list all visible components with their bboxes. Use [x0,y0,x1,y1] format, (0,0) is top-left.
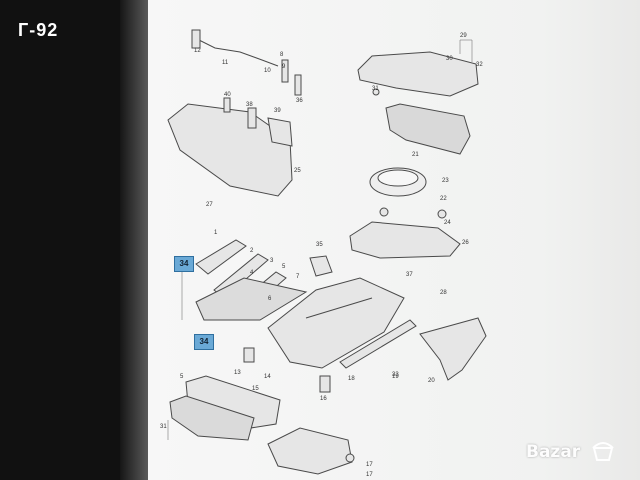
part-label: 22 [440,196,447,202]
part-label: 40 [224,92,231,98]
bazar-logo-icon [592,442,614,461]
part-label: 17 [366,472,373,478]
part-label: 36 [296,98,303,104]
bolt-40 [372,88,380,96]
part-label: 10 [264,68,271,74]
front-apron [169,395,255,441]
part-label: 28 [440,290,447,296]
part-label: 39 [274,108,281,114]
clip-36 [294,74,302,96]
heat-shield-30 [309,255,333,277]
part-callout-highlight: 34 [194,334,214,350]
part-label: 25 [294,168,301,174]
part-label: 23 [442,178,449,184]
floor-tunnel [305,297,373,319]
part-label: 5 [282,264,286,270]
part-label: 21 [412,152,419,158]
part-label: 33 [392,372,399,378]
part-label: 6 [268,296,272,302]
part-label: 20 [428,378,435,384]
part-label: 32 [476,62,483,68]
part-label: 19 [392,374,399,380]
part-label: 12 [194,48,201,54]
part-label: 1 [214,230,218,236]
part-label: 31 [372,86,379,92]
clip-40 [223,97,231,113]
part-label: 24 [444,220,451,226]
bracket-12 [191,29,201,49]
rear-panel-lower [385,103,471,155]
part-label: 18 [348,376,355,382]
listing-code: Г-92 [18,20,59,40]
part-label: 30 [446,56,453,62]
part-label: 29 [460,33,467,39]
part-label: 7 [296,274,300,280]
part-label: 8 [280,52,284,58]
wiring-harness [194,37,279,67]
part-label: 14 [264,374,271,380]
rear-floor-pan [349,221,461,259]
part-label: 15 [252,386,259,392]
part-label: 13 [234,370,241,376]
part-label: 9 [282,64,286,70]
part-callout-highlight: 34 [174,256,194,272]
part-label: 37 [406,272,413,278]
watermark-text: Bazar [526,442,581,462]
sill-rail-right [339,319,417,369]
bracket-38 [247,107,257,129]
front-floor-section [267,427,353,475]
sensor-9 [281,59,289,83]
part-label: 26 [462,240,469,246]
main-floor-pan [267,277,405,369]
part-label: 4 [250,270,254,276]
rocker-bracket [419,317,487,381]
part-label: 2 [250,248,254,254]
part-label: 35 [316,242,323,248]
part-label: 17 [366,462,373,468]
part-label: 31 [160,424,167,430]
plate-39 [267,117,293,147]
part-label: 38 [246,102,253,108]
part-label: 11 [222,60,229,66]
part-label: 16 [320,396,327,402]
cross-member-1 [195,239,247,275]
part-label: 5 [180,374,184,380]
side-member-left [167,103,293,197]
rear-panel-upper [357,51,479,97]
sill-left [195,277,308,321]
part-label: 3 [270,258,274,264]
part-label: 27 [206,202,213,208]
